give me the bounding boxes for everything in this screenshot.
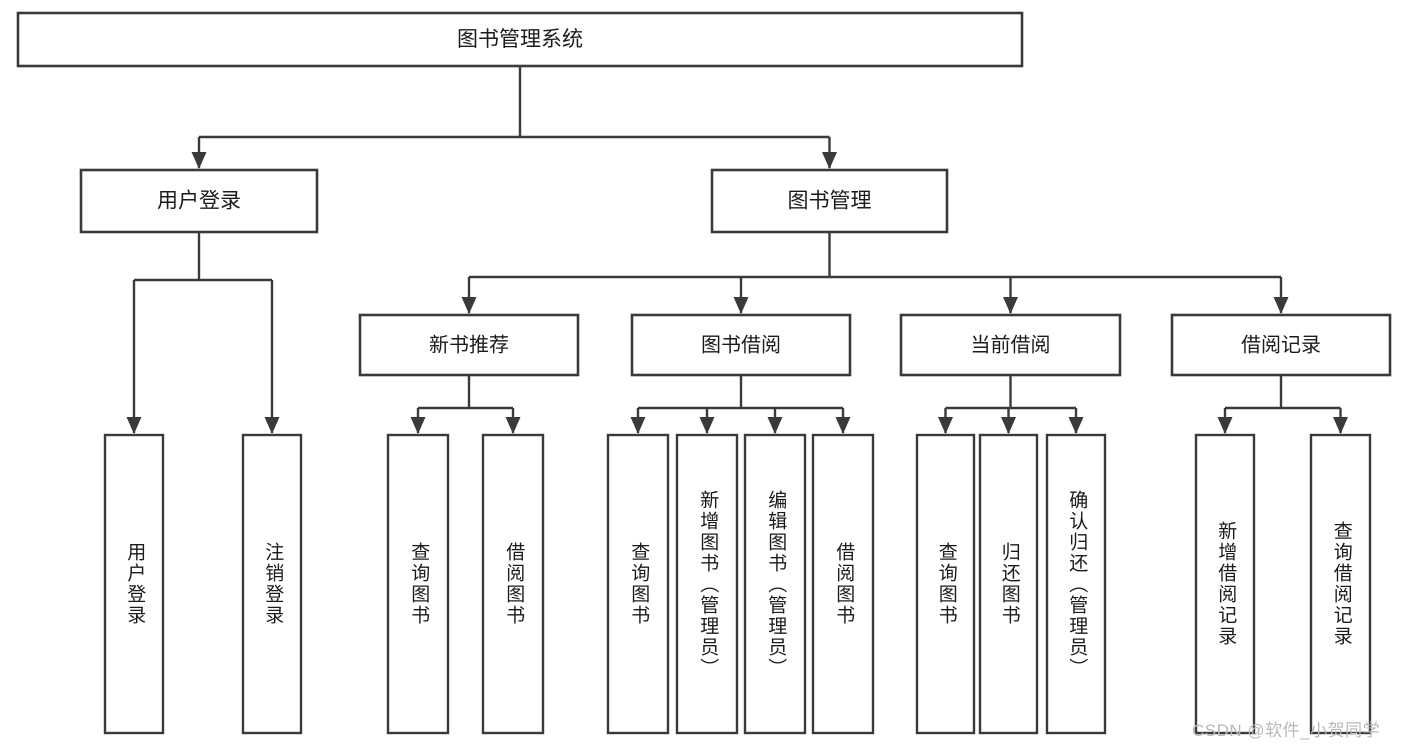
leaf-box-查询图书[interactable] [386,433,450,735]
node-label-图书借阅: 图书借阅 [701,333,781,356]
root-box-图书管理系统[interactable] [16,11,1024,68]
node-box-图书管理[interactable] [710,168,949,234]
arrow-to-leaf-5 [699,417,715,434]
leaf-box-新增图书管理员[interactable] [675,433,739,735]
arrow-to-leaf-6 [767,417,783,434]
node-box-新书推荐[interactable] [358,313,580,377]
arrow-to-leaf-0 [126,417,142,434]
leaf-box-新增借阅记录[interactable] [1194,433,1256,735]
root-label-图书管理系统: 图书管理系统 [457,28,583,51]
node-box-借阅记录[interactable] [1170,313,1392,377]
leaf-box-查询借阅记录[interactable] [1309,433,1372,735]
arrow-to-leaf-4 [630,417,646,434]
node-label-图书管理: 图书管理 [788,190,872,213]
arrow-to-leaf-2 [410,417,426,434]
arrow-to-借阅记录 [1273,297,1289,314]
leaf-box-查询图书[interactable] [915,433,976,735]
leaf-box-归还图书[interactable] [978,433,1039,735]
arrow-to-leaf-7 [835,417,851,434]
leaf-box-编辑图书管理员[interactable] [743,433,807,735]
arrow-to-leaf-3 [505,417,521,434]
node-box-用户登录[interactable] [79,168,319,234]
leaf-box-查询图书[interactable] [606,433,670,735]
node-label-新书推荐: 新书推荐 [429,333,509,356]
arrow-to-图书管理 [822,152,837,169]
arrow-to-leaf-10 [1068,417,1084,434]
node-box-当前借阅[interactable] [899,313,1122,377]
leaf-box-确认归还管理员[interactable] [1045,433,1107,735]
leaf-box-借阅图书[interactable] [481,433,545,735]
node-label-当前借阅: 当前借阅 [971,333,1051,356]
arrow-to-leaf-9 [1001,417,1016,434]
watermark-credit: CSDN @软件_小贺同学 [1192,721,1381,740]
arrow-to-leaf-1 [264,417,280,434]
node-boxes [16,11,1392,735]
leaf-box-用户登录[interactable] [103,433,165,735]
node-label-用户登录: 用户登录 [157,190,241,213]
arrow-to-leaf-8 [938,417,953,434]
connector-lines [126,66,1348,434]
leaf-box-借阅图书[interactable] [811,433,875,735]
node-box-图书借阅[interactable] [630,313,852,377]
node-label-借阅记录: 借阅记录 [1241,333,1321,356]
arrow-to-用户登录 [191,152,207,169]
leaf-box-注销登录[interactable] [241,433,303,735]
arrow-to-leaf-11 [1217,417,1233,434]
arrow-to-leaf-12 [1333,417,1348,434]
arrow-to-当前借阅 [1003,297,1018,314]
arrow-to-图书借阅 [733,297,749,314]
arrow-to-新书推荐 [461,297,477,314]
